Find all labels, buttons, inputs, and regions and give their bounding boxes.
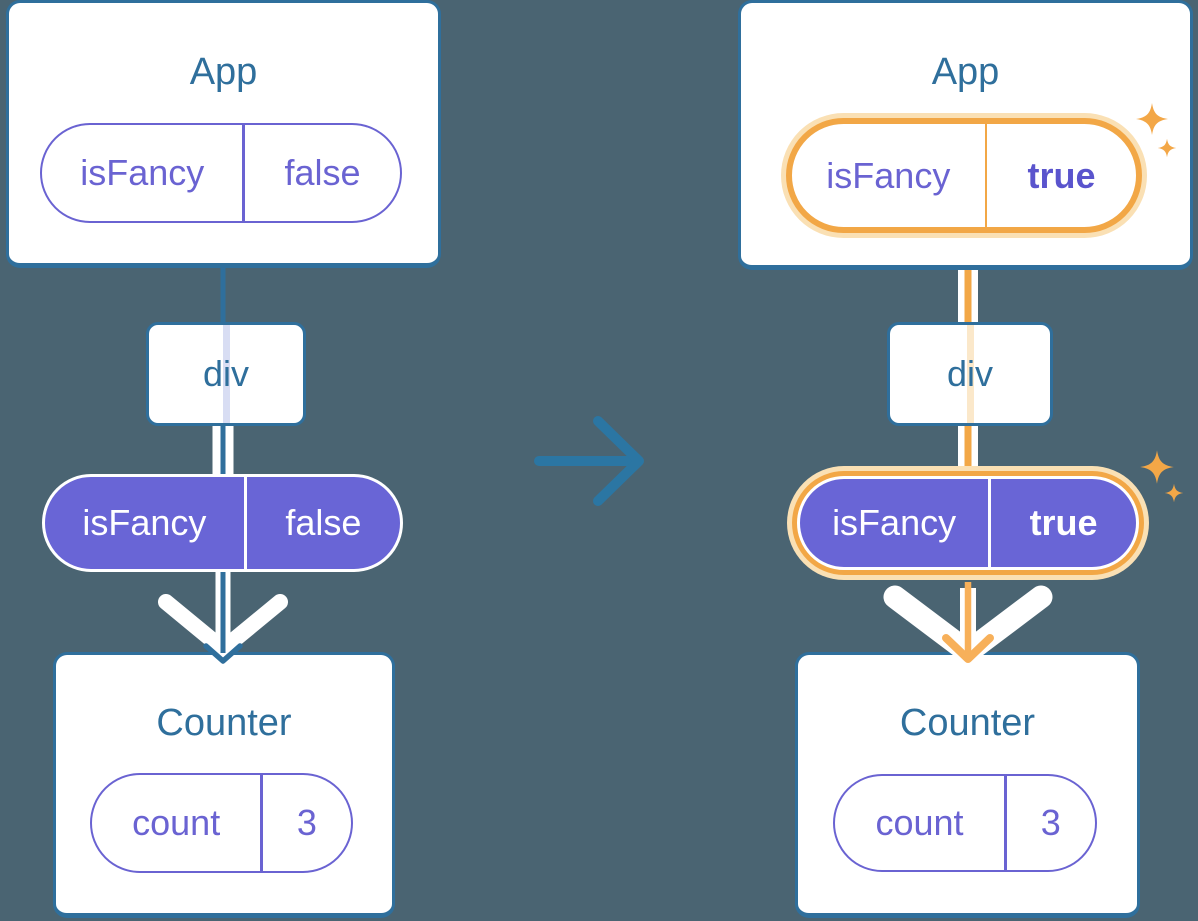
- app-title-label: App: [189, 50, 258, 93]
- prop-flow-div-state-left: [212, 408, 234, 482]
- prop-key-label: isFancy: [82, 502, 207, 543]
- sparkle-icon: [1140, 450, 1174, 484]
- pill-divider: [260, 775, 263, 871]
- div-box-left: div: [146, 322, 306, 426]
- passed-prop-pill-left: isFancy false: [42, 474, 403, 572]
- sparkle-icon: [1157, 138, 1177, 158]
- app-state-pill-left: isFancy false: [40, 123, 402, 223]
- state-value-label: 3: [296, 802, 317, 843]
- div-label: div: [946, 353, 994, 394]
- pill-divider: [1004, 776, 1007, 870]
- counter-title-label: Counter: [899, 701, 1036, 744]
- prop-value-label: false: [284, 152, 361, 193]
- transition-arrow-icon: [534, 416, 644, 506]
- counter-title-right: Counter: [795, 697, 1140, 749]
- prop-flow-through-line: [222, 325, 230, 423]
- app-state-pill-right-highlighted: isFancy true: [786, 118, 1142, 233]
- div-label: div: [202, 353, 250, 394]
- prop-key-label: isFancy: [832, 502, 957, 543]
- app-title-left: App: [6, 46, 441, 98]
- prop-value-label: true: [1027, 154, 1096, 196]
- passed-prop-pill-right-highlighted: isFancy true: [797, 476, 1139, 570]
- state-key-label: count: [875, 802, 964, 843]
- prop-value-label: false: [285, 502, 362, 543]
- down-arrow-icon-right: [883, 582, 1053, 664]
- counter-title-left: Counter: [53, 697, 395, 749]
- app-title-label: App: [931, 50, 1000, 93]
- app-title-right: App: [738, 46, 1193, 98]
- counter-state-pill-left: count 3: [90, 773, 353, 873]
- counter-state-pill-right: count 3: [833, 774, 1097, 872]
- counter-title-label: Counter: [156, 701, 292, 744]
- prop-flow-div-state-right: [958, 408, 978, 484]
- pill-divider: [242, 125, 245, 221]
- prop-key-label: isFancy: [80, 152, 205, 193]
- div-box-right: div: [887, 322, 1053, 426]
- state-key-label: count: [132, 802, 221, 843]
- down-arrow-icon-left: [158, 572, 288, 664]
- pill-divider: [243, 477, 247, 569]
- sparkle-icon: [1136, 103, 1168, 135]
- sparkle-icon: [1164, 483, 1184, 503]
- prop-value-label: true: [1029, 502, 1098, 543]
- pill-divider: [988, 479, 992, 567]
- pill-divider: [984, 124, 988, 227]
- prop-key-label: isFancy: [826, 154, 951, 196]
- tree-edge-app-div-left: [220, 255, 226, 335]
- prop-flow-through-line: [966, 325, 974, 423]
- state-value-label: 3: [1040, 802, 1061, 843]
